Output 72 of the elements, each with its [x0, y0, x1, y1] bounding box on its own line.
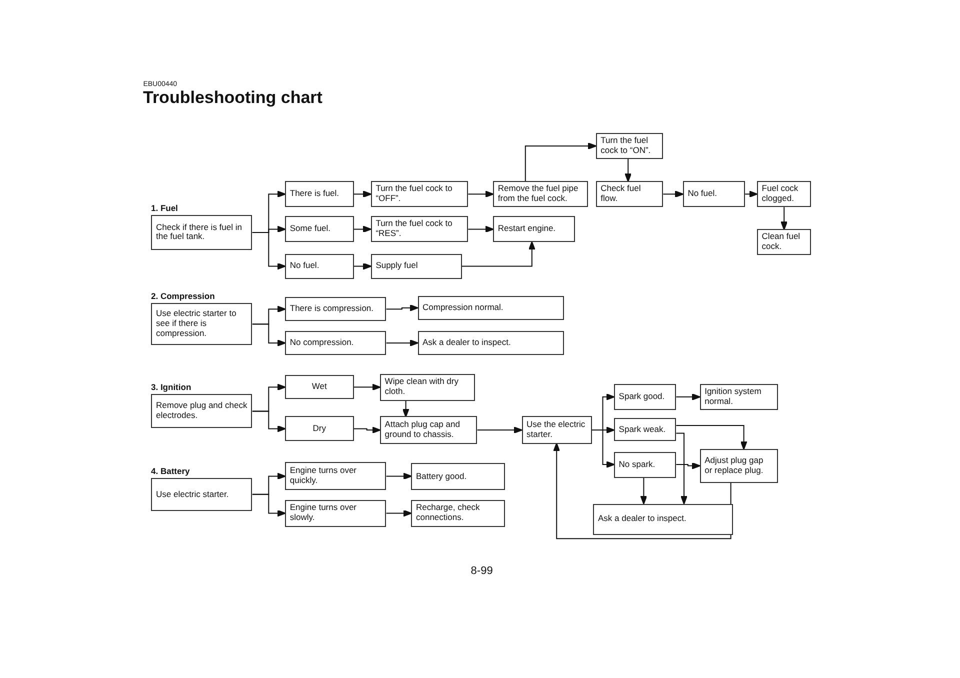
- process-box: Spark weak.: [614, 418, 676, 442]
- section-heading: 1. Fuel: [151, 202, 178, 213]
- arrow: [780, 206, 788, 230]
- process-box: No compression.: [284, 330, 386, 356]
- process-box: Use electric starter to see if there is compression.: [151, 303, 252, 345]
- process-box: Attach plug cap and ground to chassis.: [380, 416, 478, 444]
- process-box: Battery good.: [411, 463, 505, 490]
- process-box: Use the electric starter.: [522, 416, 592, 444]
- process-box: There is fuel.: [284, 181, 354, 208]
- process-box: Check fuel flow.: [596, 181, 664, 208]
- process-box: Wet: [284, 374, 354, 400]
- arrow: [676, 462, 701, 470]
- process-box: Remove plug and check electrodes.: [151, 394, 252, 428]
- arrow: [640, 477, 648, 504]
- process-box: Dry: [284, 416, 354, 442]
- chart-title: Troubleshooting chart: [143, 88, 322, 108]
- arrow: [386, 472, 412, 480]
- section-heading: 4. Battery: [151, 466, 190, 476]
- arrow: [744, 190, 758, 198]
- arrow: [353, 384, 381, 391]
- arrow: [662, 190, 684, 198]
- arrow: [476, 426, 522, 434]
- arrow: [353, 190, 372, 198]
- process-box: Ignition system normal.: [700, 384, 778, 410]
- section-heading: 3. Ignition: [151, 382, 192, 392]
- process-box: Engine turns over slowly.: [284, 500, 386, 527]
- process-box: There is compression.: [284, 296, 386, 322]
- process-box: Some fuel.: [284, 216, 354, 242]
- arrow: [252, 324, 286, 346]
- process-box: Ask a dealer to inspect.: [418, 330, 564, 356]
- arrow: [353, 226, 372, 233]
- arrow: [386, 339, 418, 346]
- arrow: [252, 494, 286, 517]
- arrow: [461, 241, 536, 267]
- arrow: [468, 226, 494, 233]
- process-box: No fuel.: [682, 181, 746, 208]
- process-box: Adjust plug gap or replace plug.: [700, 448, 778, 483]
- process-box: Turn the fuel cock to “ON”.: [596, 133, 664, 159]
- arrow: [591, 430, 615, 468]
- process-box: Clean fuel cock.: [756, 229, 812, 256]
- process-box: Compression normal.: [418, 296, 564, 320]
- process-box: Remove the fuel pipe from the fuel cock.: [492, 181, 588, 208]
- arrow: [676, 393, 701, 400]
- arrow: [553, 442, 732, 540]
- process-box: Use electric starter.: [151, 478, 252, 512]
- arrow: [353, 262, 372, 270]
- process-box: Check if there is fuel in the fuel tank.: [151, 214, 252, 250]
- process-box: Supply fuel: [370, 254, 462, 279]
- arrow: [252, 232, 286, 270]
- arrow: [252, 410, 286, 432]
- process-box: No spark.: [614, 452, 676, 478]
- arrow: [353, 426, 381, 434]
- arrow: [386, 510, 412, 517]
- process-box: Fuel cock clogged.: [756, 181, 812, 208]
- process-box: Turn the fuel cock to “OFF”.: [370, 181, 468, 208]
- process-box: No fuel.: [284, 254, 354, 279]
- arrow: [524, 142, 597, 182]
- arrow: [386, 304, 418, 312]
- section-heading: 2. Compression: [151, 291, 215, 302]
- process-box: Turn the fuel cock to “RES”.: [370, 216, 468, 242]
- process-box: Spark good.: [614, 384, 676, 410]
- arrow: [402, 400, 410, 418]
- process-box: Wipe clean with dry cloth.: [380, 374, 475, 401]
- arrow: [676, 425, 748, 450]
- arrow: [624, 158, 632, 182]
- arrow: [676, 432, 688, 504]
- arrow: [468, 190, 494, 198]
- page-number: 8-99: [470, 564, 493, 577]
- process-box: Recharge, check connections.: [411, 500, 505, 527]
- process-box: Ask a dealer to inspect.: [593, 504, 734, 535]
- process-box: Restart engine.: [492, 216, 575, 242]
- process-box: Engine turns over quickly.: [284, 462, 386, 490]
